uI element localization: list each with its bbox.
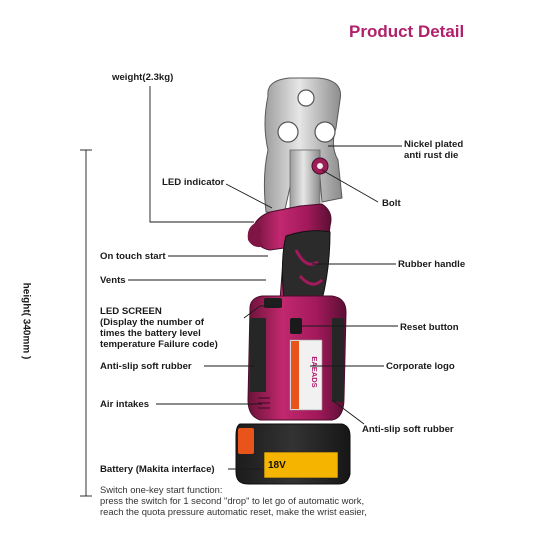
die-hole-right xyxy=(314,121,336,143)
touch-start-trigger xyxy=(247,222,264,248)
label-height: height( 340mm ) xyxy=(20,282,32,360)
die-hole-top xyxy=(297,89,315,107)
rubber-handle xyxy=(281,230,331,301)
label-on-touch-start: On touch start xyxy=(100,251,166,262)
label-air-intakes: Air intakes xyxy=(100,399,150,410)
note-line: press the switch for 1 second "drop" to … xyxy=(100,495,365,506)
label-led-indicator: LED indicator xyxy=(162,177,225,188)
label-anti-slip-left: Anti-slip soft rubber xyxy=(100,361,192,372)
label-rubber-handle: Rubber handle xyxy=(398,259,466,270)
label-die: Nickel plated anti rust die xyxy=(404,139,464,161)
led-screen xyxy=(264,298,282,308)
note-line: Switch one-key start function: xyxy=(100,484,223,495)
brand-text: EAEADS xyxy=(310,356,319,387)
reset-button-icon xyxy=(290,318,302,334)
air-intakes xyxy=(258,397,270,409)
note-line: reach the quota pressure automatic reset… xyxy=(100,506,367,517)
switch-note: Switch one-key start function: press the… xyxy=(100,484,400,517)
label-battery: Battery (Makita interface) xyxy=(100,464,215,475)
label-weight: weight(2.3kg) xyxy=(112,72,174,83)
callout-lines xyxy=(80,86,402,497)
label-anti-slip-right: Anti-slip soft rubber xyxy=(362,424,454,435)
battery-release-button xyxy=(238,428,254,454)
die-hole-left xyxy=(277,121,299,143)
anti-slip-rubber-right xyxy=(332,318,344,402)
label-vents: Vents xyxy=(100,275,126,286)
label-corporate-logo: Corporate logo xyxy=(386,361,455,372)
label-led-screen: LED SCREEN (Display the number of times … xyxy=(100,306,218,350)
crimp-die xyxy=(263,77,343,217)
page-title: Product Detail xyxy=(349,22,465,41)
battery-label xyxy=(263,451,339,479)
label-bolt: Bolt xyxy=(382,198,401,209)
label-reset-button: Reset button xyxy=(400,322,459,333)
battery-voltage-text: 18V xyxy=(268,460,286,471)
anti-slip-rubber-left xyxy=(250,318,266,392)
